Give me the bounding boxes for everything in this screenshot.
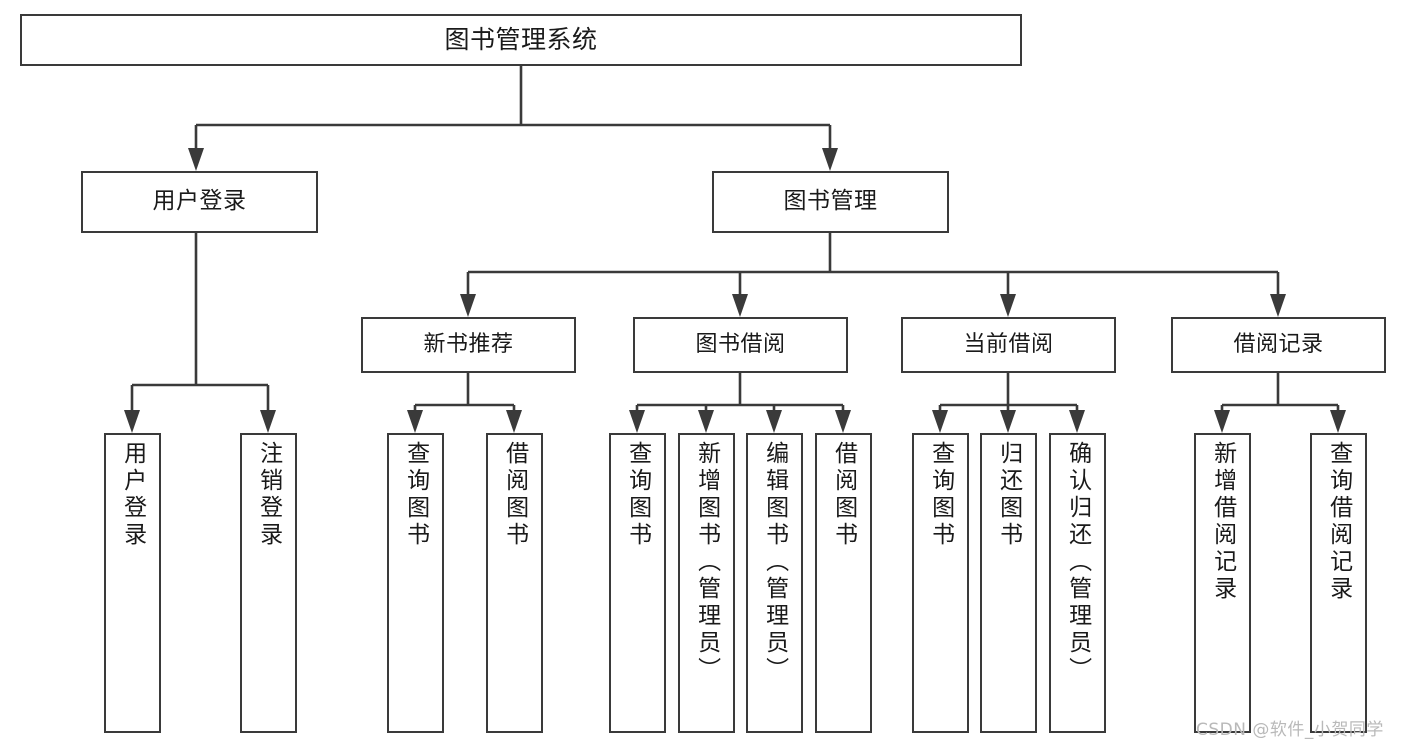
node-label: 注销登录 <box>255 441 282 549</box>
leaf-user-login[interactable]: 用户登录 <box>104 433 161 733</box>
leaf-edit-book-admin[interactable]: 编辑图书（管理员） <box>746 433 803 733</box>
node-label: 借阅图书 <box>830 441 857 549</box>
node-new-book-recommend[interactable]: 新书推荐 <box>361 317 576 373</box>
leaf-query-book-borrow[interactable]: 查询图书 <box>609 433 666 733</box>
node-label: 查询借阅记录 <box>1325 441 1352 603</box>
leaf-borrow-book-recommend[interactable]: 借阅图书 <box>486 433 543 733</box>
leaf-return-book[interactable]: 归还图书 <box>980 433 1037 733</box>
node-borrow-record[interactable]: 借阅记录 <box>1171 317 1386 373</box>
node-label: 图书借阅 <box>695 332 786 358</box>
node-root-book-management-system[interactable]: 图书管理系统 <box>20 14 1022 66</box>
leaf-query-book-current[interactable]: 查询图书 <box>912 433 969 733</box>
node-current-borrow[interactable]: 当前借阅 <box>901 317 1116 373</box>
node-label: 新增图书（管理员） <box>693 441 720 684</box>
node-label: 借阅记录 <box>1233 332 1324 358</box>
leaf-add-borrow-record[interactable]: 新增借阅记录 <box>1194 433 1251 733</box>
node-label: 归还图书 <box>995 441 1022 549</box>
node-label: 用户登录 <box>119 441 146 549</box>
node-label: 查询图书 <box>927 441 954 549</box>
leaf-query-borrow-record[interactable]: 查询借阅记录 <box>1310 433 1367 733</box>
leaf-borrow-book[interactable]: 借阅图书 <box>815 433 872 733</box>
csdn-watermark: CSDN @软件_小贺同学 <box>1196 720 1384 740</box>
node-label: 当前借阅 <box>963 332 1054 358</box>
node-label: 借阅图书 <box>501 441 528 549</box>
leaf-add-book-admin[interactable]: 新增图书（管理员） <box>678 433 735 733</box>
node-label: 图书管理 <box>783 188 878 215</box>
node-label: 用户登录 <box>152 188 247 215</box>
node-label: 图书管理系统 <box>444 25 598 55</box>
node-label: 新增借阅记录 <box>1209 441 1236 603</box>
node-label: 查询图书 <box>624 441 651 549</box>
node-label: 编辑图书（管理员） <box>761 441 788 684</box>
node-label: 查询图书 <box>402 441 429 549</box>
leaf-confirm-return-admin[interactable]: 确认归还（管理员） <box>1049 433 1106 733</box>
node-book-borrow[interactable]: 图书借阅 <box>633 317 848 373</box>
node-label: 确认归还（管理员） <box>1064 441 1091 684</box>
node-user-login[interactable]: 用户登录 <box>81 171 318 233</box>
node-label: 新书推荐 <box>423 332 514 358</box>
leaf-query-book-recommend[interactable]: 查询图书 <box>387 433 444 733</box>
leaf-logout[interactable]: 注销登录 <box>240 433 297 733</box>
node-book-management[interactable]: 图书管理 <box>712 171 949 233</box>
